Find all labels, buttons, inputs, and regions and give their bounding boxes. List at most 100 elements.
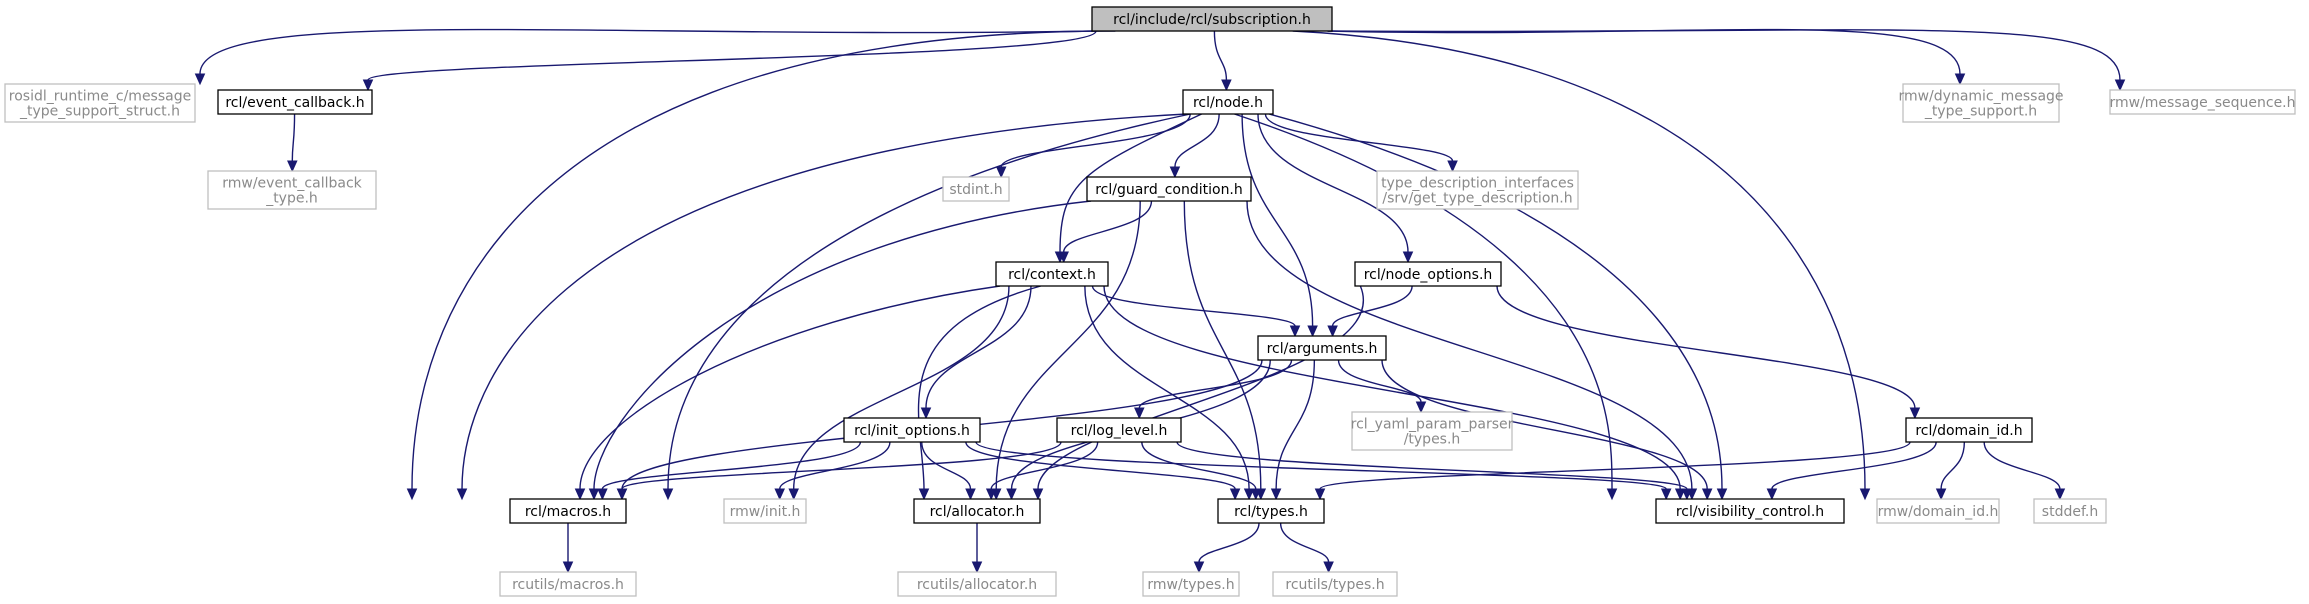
node-box bbox=[1182, 89, 1274, 115]
node-rmw-types: rmw/types.h bbox=[1142, 571, 1240, 597]
edge-types-to-rcutils-types bbox=[1279, 522, 1334, 574]
edge-arrowhead bbox=[588, 488, 600, 501]
edges-layer bbox=[194, 28, 2126, 574]
node-box bbox=[913, 498, 1041, 524]
edge-line bbox=[921, 441, 972, 490]
edge-line bbox=[1141, 441, 1257, 490]
node-context[interactable]: rcl/context.h bbox=[995, 261, 1109, 287]
node-label: rcl/include/rcl/subscription.h bbox=[1113, 12, 1311, 28]
node-label: rcl/visibility_control.h bbox=[1676, 504, 1824, 520]
edge-types-to-rmw-types bbox=[1193, 522, 1260, 574]
edge-arrowhead bbox=[1229, 488, 1241, 501]
node-box bbox=[1354, 261, 1502, 287]
edge-init-options-to-types bbox=[965, 441, 1241, 501]
edge-arguments-to-yaml-types bbox=[1337, 359, 1427, 414]
edge-arrowhead bbox=[1766, 488, 1778, 501]
edge-arrowhead bbox=[1250, 488, 1262, 501]
edge-arrowhead bbox=[1169, 166, 1181, 179]
node-label: rcutils/allocator.h bbox=[917, 577, 1037, 593]
edge-line bbox=[1174, 113, 1220, 168]
edge-line bbox=[1000, 113, 1191, 168]
node-box bbox=[2109, 89, 2296, 115]
node-label: rmw/init.h bbox=[730, 504, 801, 520]
edge-arrowhead bbox=[1270, 488, 1282, 501]
edge-arrowhead bbox=[1243, 488, 1255, 501]
node-node[interactable]: rcl/node.h bbox=[1182, 89, 1274, 115]
edge-line bbox=[1176, 441, 1688, 490]
node-box bbox=[995, 261, 1109, 287]
node-visibility[interactable]: rcl/visibility_control.h bbox=[1655, 498, 1845, 524]
edge-allocator-to-rcutils-allocator bbox=[971, 523, 983, 574]
edge-line bbox=[1213, 30, 1228, 81]
node-guard-condition[interactable]: rcl/guard_condition.h bbox=[1086, 176, 1252, 202]
edge-line bbox=[975, 441, 1667, 490]
node-box bbox=[1876, 498, 2000, 524]
node-box bbox=[4, 83, 196, 123]
node-init-options[interactable]: rcl/init_options.h bbox=[843, 417, 981, 443]
edge-domain-id-to-visibility bbox=[1766, 441, 1937, 501]
edge-arrowhead bbox=[1859, 488, 1871, 501]
node-node-options[interactable]: rcl/node_options.h bbox=[1354, 261, 1502, 287]
node-macros[interactable]: rcl/macros.h bbox=[509, 498, 627, 524]
node-allocator[interactable]: rcl/allocator.h bbox=[913, 498, 1041, 524]
node-subscription[interactable]: rcl/include/rcl/subscription.h bbox=[1091, 6, 1333, 32]
node-event-callback[interactable]: rcl/event_callback.h bbox=[217, 89, 373, 115]
edge-line bbox=[1091, 285, 1296, 327]
edge-line bbox=[1279, 522, 1330, 563]
node-rcutils-macros: rcutils/macros.h bbox=[499, 571, 637, 597]
edge-arrowhead bbox=[1954, 73, 1966, 86]
edge-arrowhead bbox=[1415, 401, 1427, 414]
edge-line bbox=[411, 30, 1116, 490]
edge-line bbox=[1292, 30, 1866, 490]
edge-arrowhead bbox=[194, 73, 206, 86]
edge-domain-id-to-types bbox=[1314, 441, 1911, 501]
edge-node-options-to-allocator bbox=[1032, 285, 1364, 501]
edge-node-to-types bbox=[1234, 113, 1618, 501]
node-label: rcl/allocator.h bbox=[930, 504, 1025, 520]
edge-line bbox=[1275, 359, 1316, 490]
node-box bbox=[1056, 417, 1182, 443]
edge-line bbox=[461, 113, 1188, 490]
node-type-desc: type_description_interfaces/srv/get_type… bbox=[1376, 170, 1579, 210]
node-label: rmw/types.h bbox=[1147, 577, 1234, 593]
edge-arrowhead bbox=[1032, 488, 1044, 501]
edge-arrowhead bbox=[1674, 488, 1686, 501]
edge-subscription-to-rmw-msgseq bbox=[1327, 29, 2126, 92]
edge-arrowhead bbox=[1006, 488, 1017, 501]
edge-arrowhead bbox=[1935, 488, 1947, 501]
node-box bbox=[509, 498, 627, 524]
edge-line bbox=[1234, 113, 1613, 490]
node-label: rcl/node.h bbox=[1193, 95, 1263, 111]
edge-line bbox=[199, 28, 1097, 75]
node-label: rosidl_runtime_c/message bbox=[9, 89, 191, 105]
edge-arrowhead bbox=[788, 488, 799, 501]
edge-arrowhead bbox=[2054, 488, 2066, 501]
node-log-level[interactable]: rcl/log_level.h bbox=[1056, 417, 1182, 443]
edge-line bbox=[1327, 28, 1961, 75]
node-box bbox=[1217, 498, 1325, 524]
edge-node-to-guard-condition bbox=[1169, 113, 1220, 179]
edge-line bbox=[367, 30, 1097, 81]
node-label: _type_support.h bbox=[1924, 104, 2037, 120]
edge-node-options-to-arguments bbox=[1327, 285, 1413, 338]
node-label: rcl/guard_condition.h bbox=[1095, 182, 1243, 198]
edge-log-level-to-macros bbox=[616, 441, 1062, 501]
edge-line bbox=[601, 441, 862, 490]
edge-arrowhead bbox=[774, 488, 785, 501]
edge-context-to-visibility bbox=[1103, 285, 1686, 501]
node-box bbox=[1257, 335, 1387, 361]
node-label: rcl_yaml_param_parser bbox=[1351, 417, 1514, 433]
node-domain-id[interactable]: rcl/domain_id.h bbox=[1905, 417, 2033, 443]
edge-arrowhead bbox=[616, 488, 628, 501]
node-label: _type_support_struct.h bbox=[19, 104, 180, 120]
edge-line bbox=[1771, 441, 1937, 490]
node-box bbox=[217, 89, 373, 115]
node-rmw-init: rmw/init.h bbox=[723, 498, 807, 524]
node-arguments[interactable]: rcl/arguments.h bbox=[1257, 335, 1387, 361]
node-types[interactable]: rcl/types.h bbox=[1217, 498, 1325, 524]
edge-line bbox=[579, 285, 1001, 490]
edge-arrowhead bbox=[971, 561, 983, 574]
edge-arrowhead bbox=[1681, 488, 1693, 501]
node-box bbox=[1091, 6, 1333, 32]
